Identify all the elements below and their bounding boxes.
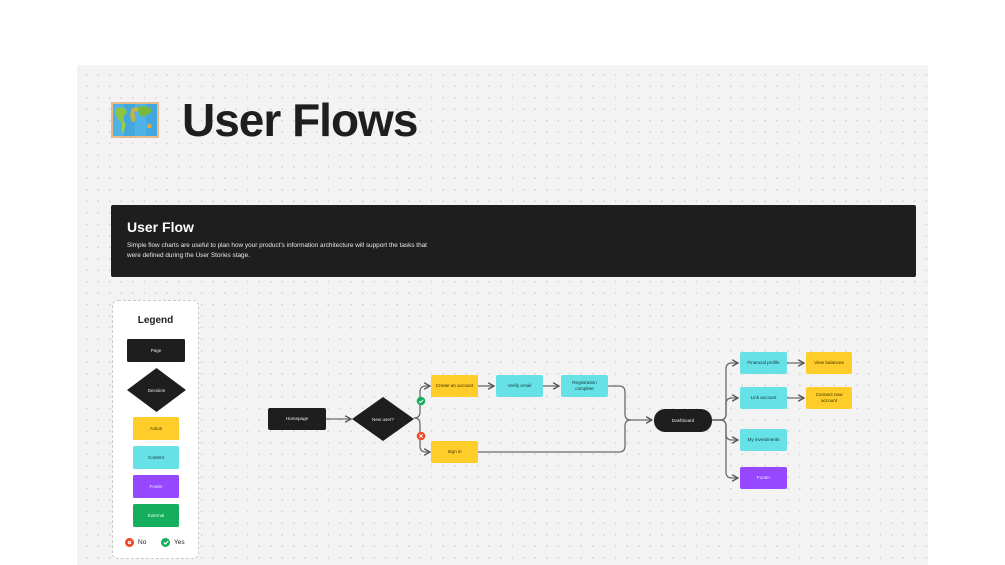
edge-newuser-signin: [413, 417, 430, 452]
edge-registration-dashboard: [608, 385, 652, 420]
check-circle-icon: [161, 538, 170, 547]
node-create-account[interactable]: Create an account: [431, 375, 478, 397]
legend-item-external: External: [133, 504, 179, 527]
node-connect-new-account[interactable]: Connect new account: [806, 387, 852, 409]
node-sign-in[interactable]: Sign in: [431, 441, 478, 463]
page-header: User Flows: [110, 92, 418, 148]
legend-item-label: External: [147, 513, 165, 518]
section-title: User Flow: [127, 219, 194, 235]
node-new-user[interactable]: New user?: [372, 416, 394, 422]
edge-dashboard-footer: [712, 419, 738, 478]
node-verify-email[interactable]: Verify email: [496, 375, 543, 397]
node-my-investments[interactable]: My investments: [740, 429, 787, 451]
node-view-balances[interactable]: View balances: [806, 352, 852, 374]
node-footer[interactable]: Footer: [740, 467, 787, 489]
legend-item-label: Footer: [149, 484, 163, 489]
whiteboard-canvas[interactable]: [77, 65, 928, 565]
yes-badge: [416, 396, 426, 406]
node-registration-complete[interactable]: Registration complete: [561, 375, 608, 397]
no-badge: [416, 431, 426, 441]
legend-item-content: Content: [133, 446, 179, 469]
legend-item-action: Action: [133, 417, 179, 440]
legend-item-label: Action: [149, 426, 163, 431]
world-map-icon: [110, 99, 160, 141]
edge-signin-dashboard: [478, 419, 632, 453]
legend-item-page: Page: [127, 339, 185, 362]
page-title: User Flows: [182, 94, 418, 146]
legend-item-label: Page: [150, 348, 162, 353]
legend-title: Legend: [137, 315, 174, 326]
legend-item-decision: Decision: [147, 387, 166, 393]
legend-yes: Yes: [161, 538, 185, 547]
legend-panel: Legend Page Decision Action Content Foot…: [112, 300, 199, 559]
node-financial-profile[interactable]: Financial profile: [740, 352, 787, 374]
edge-newuser-create: [413, 386, 430, 419]
edge-dashboard-link: [712, 398, 738, 421]
decision-new-user-shape: [352, 397, 414, 441]
legend-yes-label: Yes: [174, 539, 185, 546]
legend-no-label: No: [138, 539, 147, 546]
node-homepage[interactable]: Homepage: [268, 408, 326, 430]
user-flow-header-card: User Flow Simple flow charts are useful …: [111, 205, 916, 277]
legend-item-footer: Footer: [133, 475, 179, 498]
legend-item-decision-shape: [127, 368, 186, 412]
x-circle-icon: [125, 538, 134, 547]
legend-item-label: Content: [148, 455, 164, 460]
node-dashboard[interactable]: Dashboard: [654, 409, 712, 432]
edge-dashboard-financial: [712, 363, 738, 421]
section-description: Simple flow charts are useful to plan ho…: [127, 242, 427, 259]
legend-no: No: [125, 538, 146, 547]
node-link-account[interactable]: Link account: [740, 387, 787, 409]
